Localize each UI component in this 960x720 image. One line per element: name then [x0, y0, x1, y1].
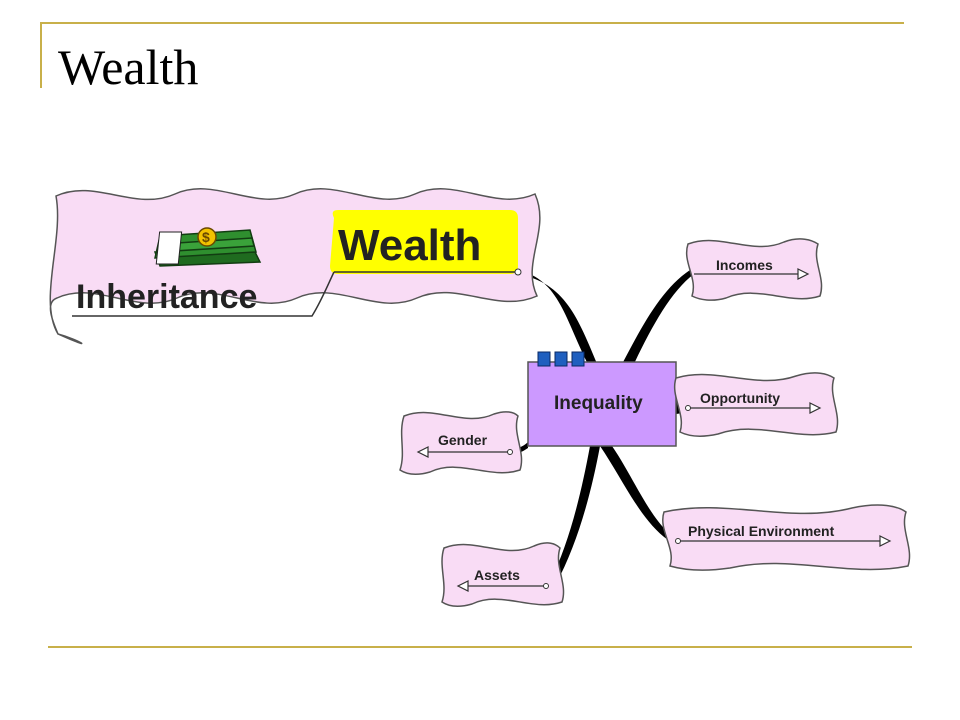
central-handle-2 [554, 351, 568, 367]
physical-environment-bubble [662, 504, 911, 571]
incomes-label: Incomes [716, 257, 773, 273]
gender-arrow-head [416, 446, 429, 458]
inheritance-underline [72, 271, 335, 317]
wealth-bubble: Wealth $ Inheritance [49, 188, 541, 345]
central-node: Inequality [527, 351, 677, 447]
wealth-connector-dot [514, 268, 522, 276]
bottom-rule [48, 646, 912, 648]
central-node-label: Inequality [554, 393, 643, 414]
incomes-arrow-head [797, 268, 810, 280]
connector-incomes [620, 270, 694, 368]
branch-physical-environment: Physical Environment [662, 504, 911, 571]
central-node-box [527, 361, 677, 447]
opportunity-arrow-head [809, 402, 822, 414]
branch-opportunity: Opportunity [673, 372, 839, 437]
money-stack-icon: $ [153, 227, 262, 267]
money-band [155, 231, 183, 265]
money-coin [197, 227, 217, 247]
physical-environment-dot [675, 538, 681, 544]
incomes-bubble [685, 238, 823, 301]
assets-label: Assets [474, 567, 520, 583]
central-handle-3 [571, 351, 585, 367]
connector-physical [600, 446, 670, 540]
branch-incomes: Incomes [685, 238, 823, 301]
connector-wealth [518, 270, 598, 368]
inheritance-label: Inheritance [76, 278, 257, 316]
wealth-label: Wealth [338, 221, 481, 270]
title-left-rule [40, 22, 42, 88]
opportunity-label: Opportunity [700, 390, 780, 406]
branch-assets: Assets [441, 542, 565, 607]
wealth-highlight-box [330, 210, 518, 274]
gender-label: Gender [438, 432, 488, 448]
dollar-sign: $ [202, 229, 210, 245]
connector-assets [550, 446, 600, 584]
slide-title: Wealth [58, 39, 199, 95]
assets-dot [543, 583, 549, 589]
assets-bubble [441, 542, 565, 607]
branch-gender: Gender [399, 411, 523, 475]
opportunity-dot [685, 405, 691, 411]
assets-arrow-head [456, 580, 469, 592]
physical-environment-arrow-head [879, 535, 892, 547]
gender-dot [507, 449, 513, 455]
gender-bubble [399, 411, 523, 475]
opportunity-bubble [673, 372, 839, 437]
central-handle-1 [537, 351, 551, 367]
top-rule [40, 22, 904, 24]
physical-environment-label: Physical Environment [688, 523, 835, 539]
